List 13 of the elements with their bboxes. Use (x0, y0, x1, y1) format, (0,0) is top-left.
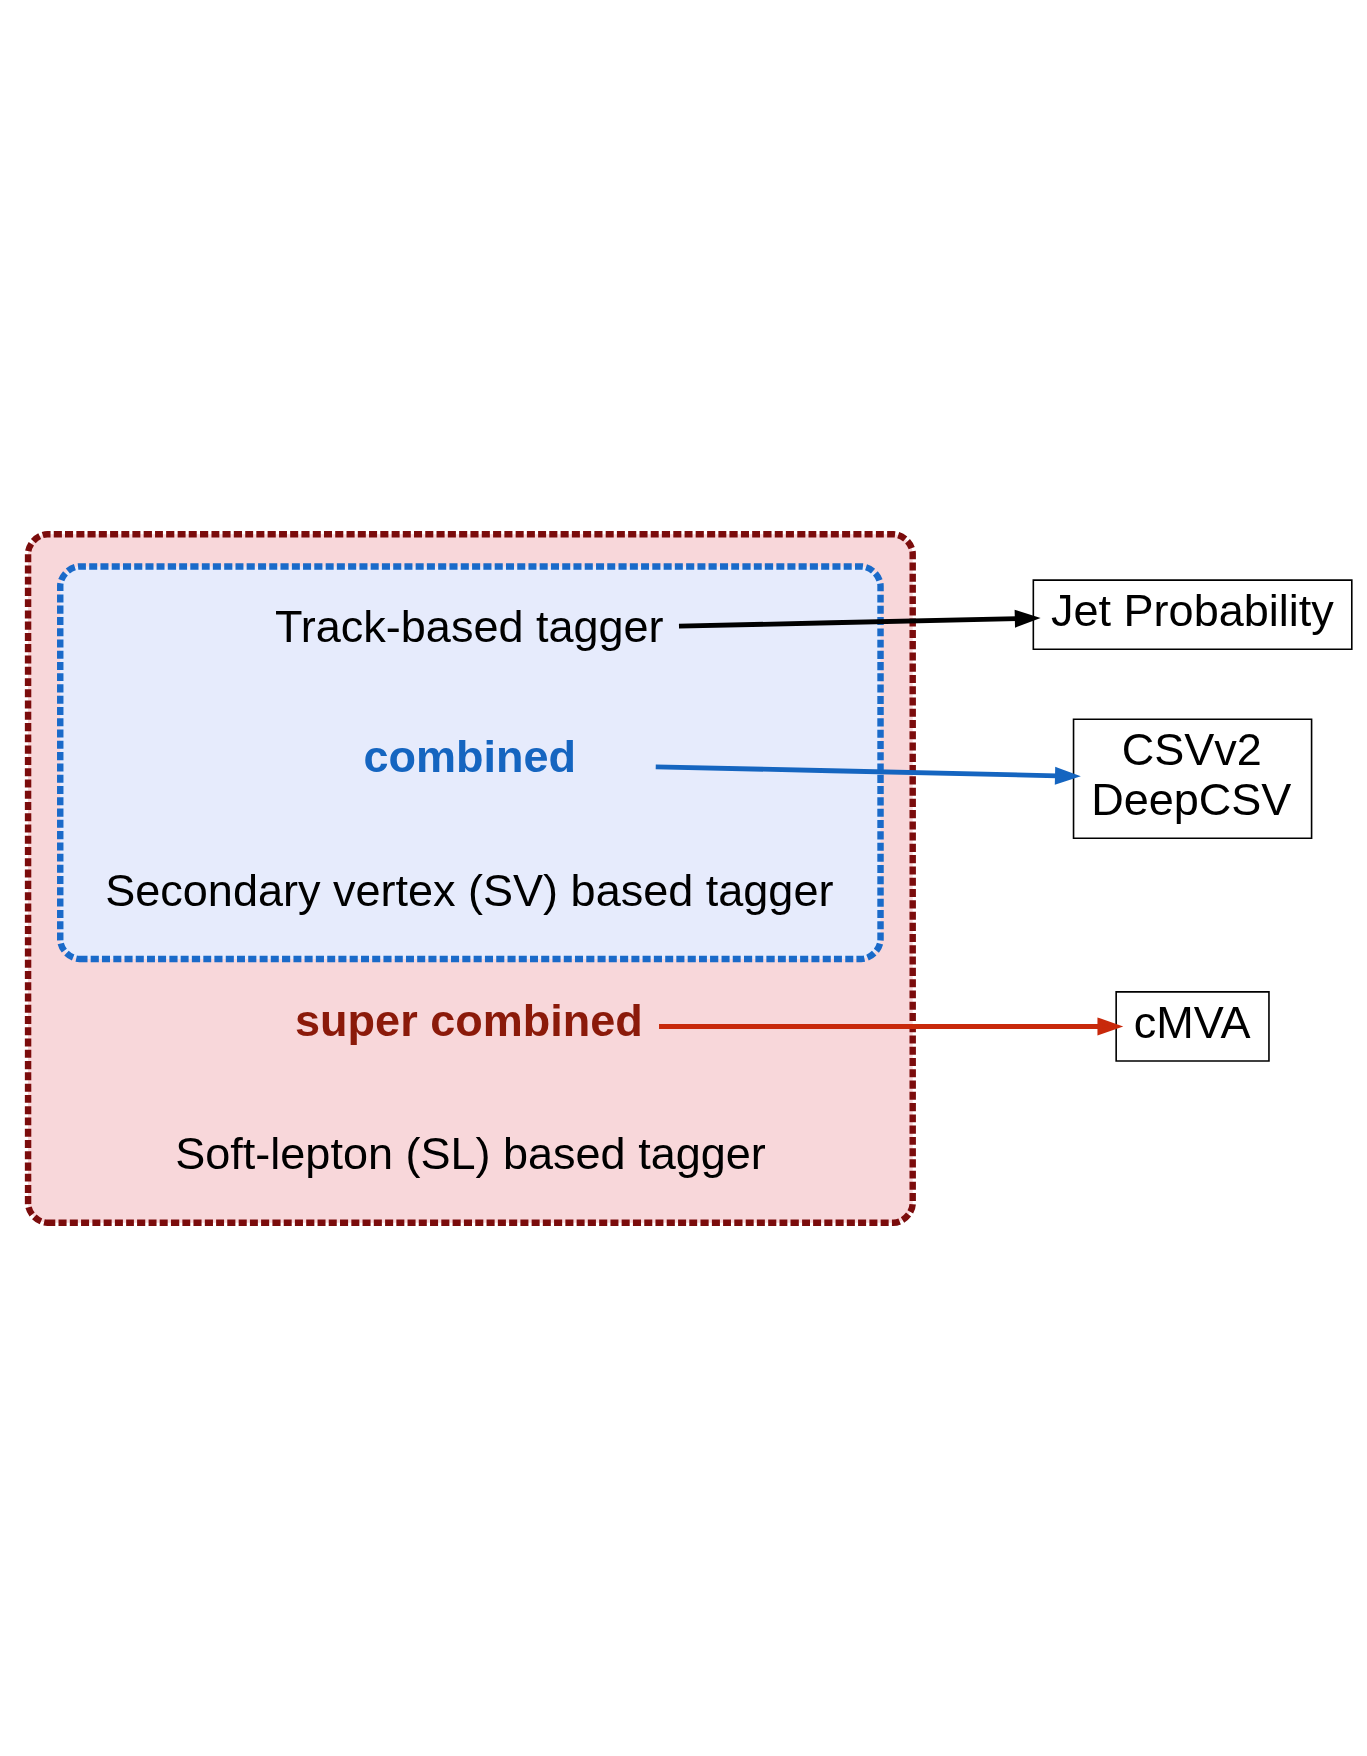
cluster (57, 562, 884, 962)
node-box: CSVv2 DeepCSV (1072, 717, 1313, 839)
node-text: Soft-lepton (SL) based tagger (175, 1127, 766, 1179)
node-box: cMVA (1115, 990, 1270, 1062)
arrow (678, 609, 1041, 629)
node-box: Jet Probability (1032, 578, 1353, 650)
arrow (655, 763, 1081, 785)
node-text: Secondary vertex (SV) based tagger (105, 864, 834, 916)
node-text: combined (363, 730, 577, 782)
cluster (24, 530, 916, 1226)
node-text: super combined (295, 994, 643, 1046)
arrow (659, 1016, 1124, 1035)
node-text: Track-based tagger (274, 600, 664, 652)
